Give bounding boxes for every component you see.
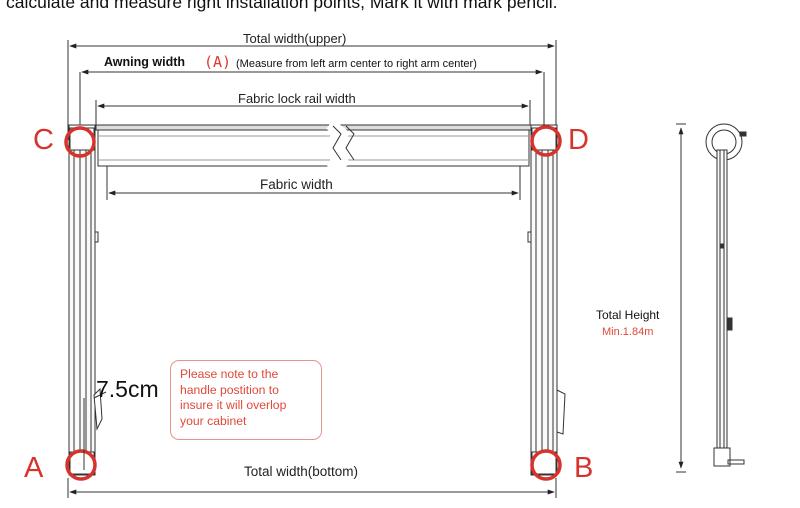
point-a-label: A <box>24 452 44 484</box>
marker-c <box>64 126 96 158</box>
left-post <box>68 124 103 476</box>
marker-b <box>530 449 562 481</box>
handle-position-note: Please note to the handle postition to i… <box>170 360 322 440</box>
point-c-label: C <box>33 124 54 156</box>
note-line-1: Please note to the <box>180 367 279 381</box>
total-width-bottom-dimension <box>67 478 557 498</box>
total-height-label: Total Height <box>596 308 660 322</box>
handle-offset-label: 7.5cm <box>96 376 159 402</box>
min-height-label: Min.1.84m <box>602 326 654 338</box>
fabric-width-dimension <box>106 165 521 200</box>
fabric-lock-rail <box>95 119 533 175</box>
note-line-4: your cabinet <box>180 413 247 428</box>
side-view <box>676 123 747 473</box>
intro-instruction-text: calculate and measure right installation… <box>6 0 558 12</box>
note-line-2: handle postition to <box>180 382 279 397</box>
marker-d <box>530 125 562 157</box>
awning-width-label: Awning width <box>104 55 186 69</box>
point-b-label: B <box>574 452 594 484</box>
awning-width-dimension <box>79 69 545 128</box>
awning-width-note: (Measure from left arm center to right a… <box>236 58 477 70</box>
fabric-lock-rail-width-label: Fabric lock rail width <box>238 91 356 106</box>
marker-a <box>65 449 97 481</box>
right-post <box>527 124 566 476</box>
mount-point-markers <box>64 125 562 481</box>
fabric-lock-rail-dimension <box>95 100 531 126</box>
note-line-3: insure it will overlop <box>180 398 287 412</box>
handle-offset-dimension <box>83 391 107 470</box>
fabric-width-label: Fabric width <box>260 177 333 192</box>
point-d-label: D <box>568 124 589 156</box>
total-width-upper-label: Total width(upper) <box>243 31 347 46</box>
total-width-upper-dimension <box>67 40 557 140</box>
awning-width-letter: (A) <box>204 53 232 71</box>
total-width-bottom-label: Total width(bottom) <box>244 464 359 479</box>
